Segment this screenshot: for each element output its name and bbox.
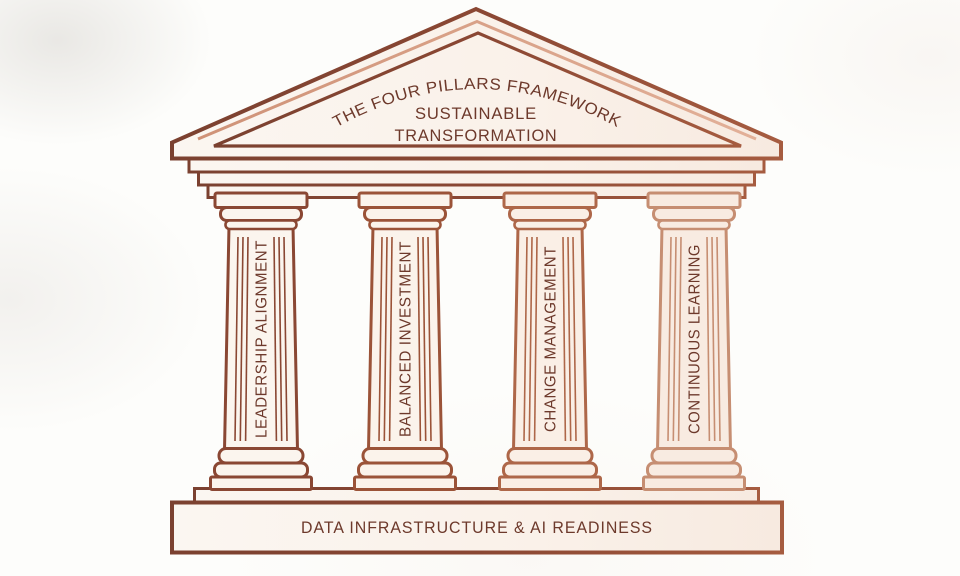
pillar-label-balanced-investment: BALANCED INVESTMENT	[398, 241, 415, 437]
pediment	[170, 6, 783, 161]
entablature-step-1	[187, 157, 766, 174]
pillar-label-change-management: CHANGE MANAGEMENT	[543, 246, 560, 432]
pillar-label-continuous-learning: CONTINUOUS LEARNING	[687, 244, 704, 434]
foundation-slab	[170, 500, 784, 555]
pillar-leadership-alignment: LEADERSHIP ALIGNMENT	[209, 191, 313, 491]
pediment-subtitle-line2: TRANSFORMATION	[395, 127, 558, 145]
entablature-step-3	[206, 183, 747, 199]
pediment-subtitle-line1: SUSTAINABLE	[415, 105, 537, 123]
pillar-change-management: CHANGE MANAGEMENT	[498, 191, 602, 491]
foundation-label: DATA INFRASTRUCTURE & AI READINESS	[301, 519, 653, 537]
pediment-inner-triangle	[213, 31, 742, 148]
pillar-balanced-investment: BALANCED INVESTMENT	[353, 191, 457, 491]
pillar-continuous-learning: CONTINUOUS LEARNING	[642, 191, 746, 491]
pediment-outline	[170, 6, 783, 161]
entablature-step-2	[197, 170, 756, 187]
pediment-accent-line	[197, 19, 757, 141]
entablature	[187, 157, 766, 199]
base-platform	[170, 487, 784, 555]
pillar-label-leadership-alignment: LEADERSHIP ALIGNMENT	[254, 240, 271, 438]
